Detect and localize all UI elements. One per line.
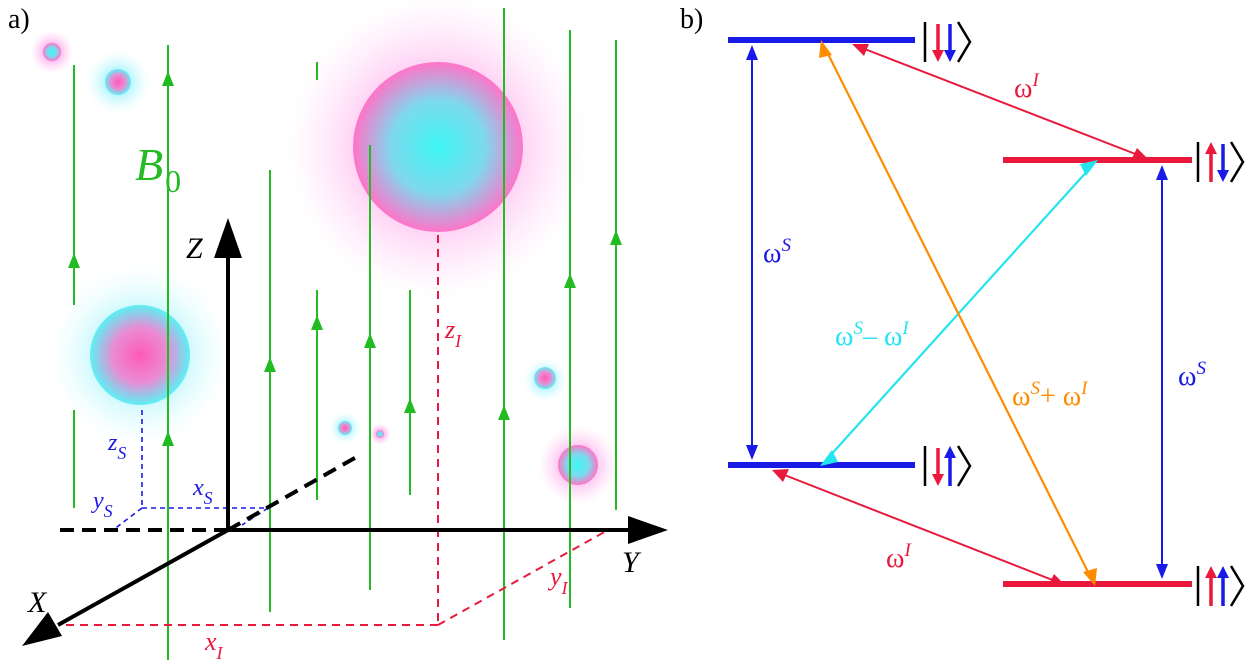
- spin-i-up-arrowhead: [1205, 142, 1217, 154]
- transition-line: [861, 47, 1139, 156]
- arrowhead-end: [1156, 564, 1168, 579]
- spin-s-projections: [112, 410, 269, 531]
- panel-b: b) |↓↓⟩ |↑↓⟩: [680, 4, 1245, 607]
- field-arrowhead: [264, 357, 276, 372]
- ket-top-label: |↓↓⟩: [925, 19, 927, 21]
- field-arrowhead: [610, 230, 622, 245]
- z-i-label: zI: [444, 315, 462, 351]
- ket-lower-left: |↓↑⟩: [923, 443, 972, 487]
- arrowhead-start: [772, 469, 789, 482]
- arrowhead-end: [820, 450, 838, 466]
- spin-s-up-arrowhead: [944, 446, 956, 458]
- arrowhead-start: [819, 40, 832, 58]
- transition-omega-s-left: [746, 45, 758, 460]
- arrowhead-start: [1080, 160, 1098, 176]
- z-axis-arrowhead: [214, 218, 242, 258]
- field-arrowhead: [404, 398, 416, 413]
- transition-omega-i-top: [852, 44, 1148, 160]
- panel-b-label: b): [680, 4, 703, 35]
- atom-small: [369, 423, 391, 445]
- y-s-projection: [112, 507, 143, 531]
- atom-core: [105, 69, 131, 95]
- omega-sum-label: ωS+ ωI: [1012, 378, 1089, 412]
- field-arrowhead: [311, 315, 323, 330]
- field-arrowhead: [364, 333, 376, 348]
- ket-upper-right-label: |↑↓⟩: [1198, 139, 1200, 141]
- spin-i-projections: [60, 235, 609, 626]
- atom-large-s: [50, 265, 230, 445]
- coordinate-axes: [22, 218, 668, 646]
- ket-top: |↓↓⟩: [923, 19, 972, 63]
- ket-upper-right: |↑↓⟩: [1196, 139, 1245, 183]
- arrowhead-start: [746, 45, 758, 60]
- spin-i-down-arrowhead: [932, 50, 944, 62]
- z-s-label: zS: [107, 430, 126, 463]
- transition-line: [825, 49, 1091, 577]
- atom-small: [329, 412, 361, 444]
- ket-angle: [956, 445, 972, 487]
- transition-omega-sum: [819, 40, 1097, 586]
- field-arrowhead: [162, 431, 174, 446]
- spin-i-up-arrowhead: [1205, 566, 1217, 578]
- field-arrowhead: [162, 71, 174, 86]
- spin-s-down-arrowhead: [944, 50, 956, 62]
- atom-small: [30, 30, 74, 74]
- x-axis: [57, 528, 229, 627]
- spin-s-down-arrowhead: [1217, 170, 1229, 182]
- ket-angle: [1229, 565, 1245, 607]
- atom-core: [558, 445, 598, 485]
- ket-bottom-label: |↑↑⟩: [1198, 563, 1200, 565]
- z-axis-label: Z: [186, 232, 203, 265]
- ket-angle: [956, 21, 972, 63]
- transition-line: [781, 473, 1056, 582]
- y-i-projection: [437, 529, 609, 626]
- omega-diff-label: ωS– ωI: [835, 318, 910, 352]
- ket-lower-left-label: |↓↑⟩: [925, 443, 927, 445]
- y-axis-label: Y: [622, 546, 642, 579]
- field-lines: [73, 8, 617, 660]
- ket-bottom: |↑↑⟩: [1196, 563, 1245, 607]
- omega-i-bottom-label: ωI: [886, 540, 912, 574]
- arrowhead-end: [746, 445, 758, 460]
- x-i-label: xI: [204, 627, 224, 663]
- omega-s-right-label: ωS: [1178, 358, 1206, 392]
- atom-core: [338, 421, 352, 435]
- field-arrowhead: [498, 405, 510, 420]
- omega-i-top-label: ωI: [1014, 70, 1040, 104]
- field-label: B0: [135, 139, 181, 199]
- omega-s-left-label: ωS: [763, 235, 791, 269]
- arrowhead-start: [852, 44, 869, 56]
- field-arrows: [68, 71, 622, 446]
- y-i-label: yI: [547, 562, 569, 598]
- atom-core: [376, 430, 384, 438]
- field-arrowhead: [564, 273, 576, 288]
- atom-small: [523, 358, 567, 402]
- ket-angle: [1229, 141, 1245, 183]
- x-s-label: xS: [192, 475, 213, 508]
- atom-core: [90, 305, 190, 405]
- panel-a: a): [8, 0, 668, 663]
- field-arrowhead: [68, 253, 80, 268]
- y-axis-arrowhead: [628, 516, 668, 544]
- atom-core: [353, 62, 523, 232]
- arrowhead-start: [1156, 165, 1168, 180]
- x-axis-arrowhead: [22, 612, 62, 646]
- atom-core: [534, 367, 556, 389]
- x-axis-label: X: [27, 586, 48, 619]
- x-axis-negative: [227, 453, 361, 532]
- y-s-label: yS: [91, 488, 113, 521]
- spin-i-down-arrowhead: [932, 474, 944, 486]
- panel-a-label: a): [8, 4, 30, 35]
- atom-large-i: [288, 0, 588, 297]
- atom-small: [538, 425, 618, 505]
- arrowhead-end: [1083, 568, 1097, 586]
- spin-s-up-arrowhead: [1217, 566, 1229, 578]
- arrowhead-end: [1048, 574, 1065, 586]
- transition-omega-s-right: [1156, 165, 1168, 579]
- arrowhead-end: [1131, 148, 1148, 160]
- transition-omega-i-bottom: [772, 469, 1065, 586]
- atom-core: [43, 43, 61, 61]
- atom-small: [86, 50, 150, 114]
